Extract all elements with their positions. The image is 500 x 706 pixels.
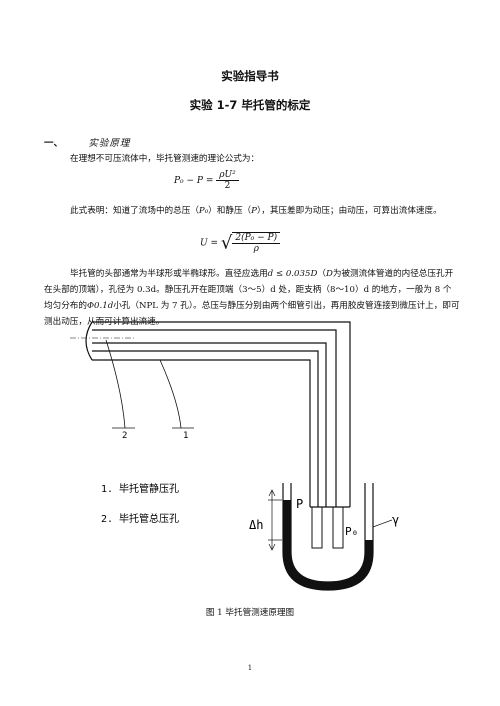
section-heading: 一、 实验原理 bbox=[44, 135, 130, 149]
p2-text-a: 此式表明：知道了流场中的总压（ bbox=[70, 206, 199, 216]
p3-text-c: 为被测流体管道的内径总压孔开在头部的顶端），孔径为 0.3d。静压孔开在距顶端（… bbox=[44, 269, 454, 311]
passage-wall-3 bbox=[92, 350, 319, 507]
connector-tubes bbox=[311, 507, 344, 549]
p3-text-a: 毕托管的头部通常为半球形或半椭球形。直径应选用 bbox=[70, 269, 268, 279]
experiment-title: 实验 1-7 毕托管的标定 bbox=[189, 98, 311, 112]
paragraph-explanation: 此式表明：知道了流场中的总压（P₀）和静压（P），其压差即为动压；由动压，可算出… bbox=[44, 203, 460, 219]
page-title: 实验指导书 bbox=[221, 69, 279, 83]
manometer-fluid bbox=[283, 500, 373, 590]
p3-diameter-condition: d ≤ 0.035D bbox=[267, 269, 318, 279]
dh-arrow-down bbox=[268, 543, 276, 551]
p3-pipe-diameter: D bbox=[325, 269, 333, 279]
p2-text-c: ），其压差即为动压；由动压，可算出流体速度。 bbox=[256, 206, 442, 216]
legend-total-hole: 2. 毕托管总压孔 bbox=[101, 512, 179, 525]
formula-2-denominator: ρ bbox=[253, 244, 259, 254]
connector-left bbox=[311, 507, 323, 549]
inner-wall bbox=[92, 359, 311, 507]
p2-static-pressure: P bbox=[251, 206, 257, 216]
connector-right bbox=[332, 507, 344, 549]
outer-wall bbox=[92, 321, 351, 507]
passage-wall-1 bbox=[92, 329, 337, 507]
passage-wall-2 bbox=[92, 342, 327, 507]
formula-1-fraction: ρU² 2 bbox=[216, 170, 239, 191]
formula-2-fraction: 2(P₀ − P) ρ bbox=[232, 232, 281, 254]
dh-arrow-up bbox=[268, 489, 276, 497]
formula-2-lhs: U = bbox=[200, 238, 218, 249]
formula-1-denominator: 2 bbox=[224, 181, 231, 191]
section-number: 一、 bbox=[44, 138, 64, 149]
formula-1-lhs: P₀ − P = bbox=[174, 176, 214, 186]
gamma-label: γ bbox=[392, 513, 399, 527]
p2-text-b: ）和静压（ bbox=[208, 206, 252, 216]
u-tube-manometer: Δh P P₀ γ bbox=[249, 483, 399, 591]
p2-total-pressure: P₀ bbox=[198, 206, 209, 216]
section-name: 实验原理 bbox=[88, 138, 131, 149]
p3-hole-size: Φ0.1d bbox=[86, 301, 114, 311]
figure-caption: 图 1 毕托管测速原理图 bbox=[205, 608, 295, 618]
formula-dynamic-pressure: P₀ − P = ρU² 2 bbox=[174, 170, 239, 191]
leader-line-1 bbox=[159, 359, 182, 429]
formula-velocity: U = √ 2(P₀ − P) ρ bbox=[200, 232, 281, 254]
delta-h-label: Δh bbox=[249, 518, 263, 532]
page-number: 1 bbox=[247, 664, 253, 672]
gamma-leader bbox=[372, 519, 393, 528]
formula-2-numerator: 2(P₀ − P) bbox=[232, 233, 281, 244]
p3-text-b: （ bbox=[317, 269, 326, 279]
static-pressure-label: P bbox=[296, 497, 303, 511]
pitot-tube-body bbox=[85, 321, 351, 508]
total-pressure-label: P₀ bbox=[345, 525, 358, 538]
label-2: 2 bbox=[122, 431, 127, 441]
label-1: 1 bbox=[183, 431, 188, 441]
sqrt-sign: √ bbox=[220, 232, 233, 254]
leader-line-2 bbox=[105, 339, 126, 429]
legend-static-hole: 1. 毕托管静压孔 bbox=[101, 482, 179, 495]
pitot-tube-diagram: 2 1 1. 毕托管静压孔 2. 毕托管总压孔 Δh P P₀ γ bbox=[70, 321, 399, 591]
paragraph-intro: 在理想不可压流体中，毕托管测速的理论公式为： bbox=[70, 154, 260, 164]
formula-1-numerator: ρU² bbox=[216, 170, 239, 181]
tube-nose bbox=[85, 321, 93, 361]
